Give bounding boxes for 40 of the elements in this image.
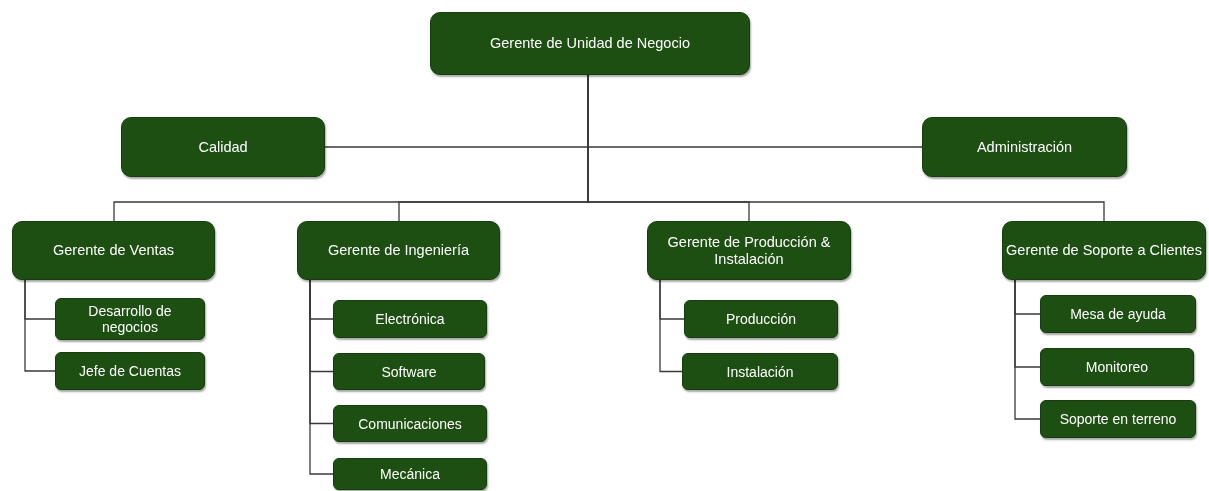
connector-line [24, 279, 56, 372]
role-label: Gerente de Soporte a Clientes [1005, 242, 1203, 259]
org-box [1002, 221, 1206, 280]
org-box [647, 221, 851, 280]
org-box [1040, 348, 1194, 386]
org-box [333, 458, 487, 490]
org-box [430, 12, 750, 75]
role-label: Comunicaciones [357, 415, 463, 432]
role-label: Desarrollo de negocios [87, 303, 173, 335]
org-box [55, 352, 205, 390]
org-box [333, 405, 487, 442]
connector-line [309, 279, 334, 475]
role-label: Mecánica [379, 466, 441, 482]
org-box [55, 298, 205, 340]
org-box [12, 221, 215, 280]
role-label: Monitoreo [1084, 359, 1150, 375]
org-box [333, 353, 485, 390]
org-box [1040, 400, 1196, 438]
org-box [682, 353, 838, 390]
role-label: Instalación [725, 363, 795, 380]
role-label: Gerente de Ingeniería [326, 242, 471, 259]
org-box [1040, 295, 1196, 333]
role-label: Electrónica [374, 311, 446, 327]
connector-line [659, 279, 683, 373]
role-label: Producción [724, 311, 797, 327]
role-label: Calidad [197, 138, 249, 156]
org-box [922, 117, 1127, 177]
role-label: Mesa de ayuda [1069, 306, 1167, 322]
org-box [121, 117, 325, 177]
role-label: Gerente de Producción & Instalación [666, 233, 832, 268]
org-box [684, 300, 838, 338]
role-label: Jefe de Cuentas [78, 363, 182, 379]
org-box [297, 221, 500, 280]
role-label: Gerente de Unidad de Negocio [489, 35, 691, 52]
role-label: Gerente de Ventas [52, 242, 175, 259]
connector-line [1014, 279, 1041, 420]
role-label: Soporte en terreno [1058, 411, 1178, 427]
org-box [333, 300, 487, 338]
role-label: Software [380, 363, 438, 380]
role-label: Administración [975, 138, 1074, 156]
